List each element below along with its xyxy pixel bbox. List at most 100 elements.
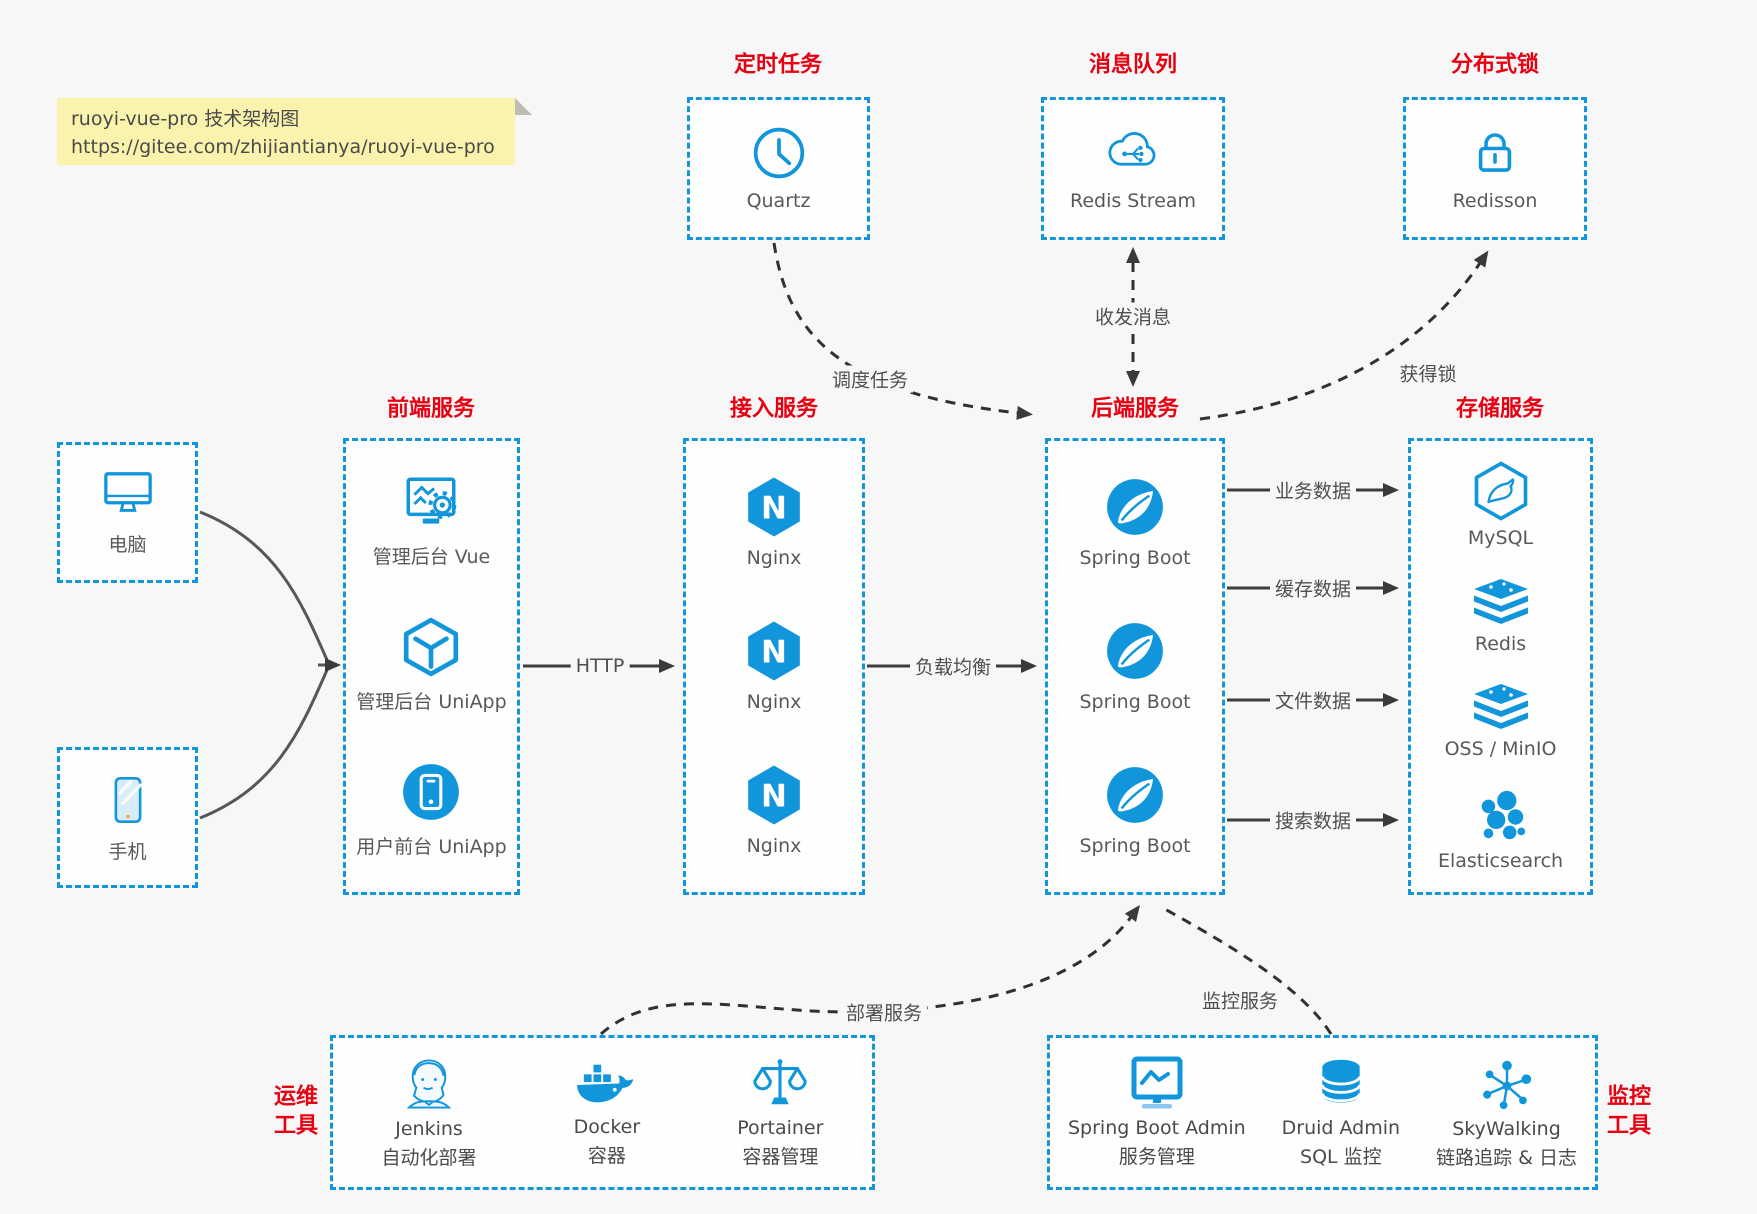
node-pc: 电脑	[99, 469, 157, 557]
edge-label-http: HTTP	[570, 655, 630, 677]
spring-boot-icon	[1107, 479, 1163, 536]
node-nginx-2: N Nginx	[743, 620, 805, 713]
group-title-backend: 后端服务	[1090, 396, 1180, 422]
node-skywalking: SkyWalking 链路追踪 & 日志	[1436, 1055, 1577, 1170]
nginx-icon: N	[748, 477, 800, 537]
node-portainer: Portainer 容器管理	[737, 1056, 823, 1169]
monitor-arrow	[1162, 906, 1333, 1035]
desktop-icon	[103, 471, 152, 512]
tool-desc: 链路追踪 & 日志	[1436, 1146, 1577, 1169]
svg-text:N: N	[761, 491, 787, 527]
tool-name: Docker	[573, 1115, 641, 1138]
svg-text:N: N	[761, 634, 787, 670]
node-label: 管理后台 UniApp	[356, 690, 507, 713]
client-to-frontend-arrows	[199, 510, 341, 820]
node-label: Nginx	[746, 834, 802, 857]
elasticsearch-icon	[1481, 791, 1525, 840]
edge-label-monitor: 监控服务	[1196, 986, 1284, 1014]
tool-desc: SQL 监控	[1300, 1145, 1382, 1168]
node-redis-stream: Redis Stream	[1070, 125, 1196, 212]
box-storage-services: MySQL Redis OSS / Mi	[1408, 438, 1593, 895]
spring-boot-admin-icon	[1131, 1056, 1183, 1109]
edge-label-search-data: 搜索数据	[1269, 806, 1357, 834]
node-nginx-1: N Nginx	[743, 476, 805, 569]
group-title-monitor-tools: 监控 工具	[1607, 1083, 1651, 1140]
nginx-icon: N	[748, 765, 800, 825]
clock-icon	[753, 127, 804, 179]
edge-label-file-data: 文件数据	[1269, 686, 1357, 714]
node-label: Quartz	[746, 190, 811, 212]
spring-boot-icon	[1107, 623, 1163, 679]
node-label: Spring Boot	[1079, 690, 1191, 713]
tool-desc: 容器	[587, 1144, 626, 1167]
node-label: Nginx	[746, 547, 802, 570]
node-redisson: Redisson	[1452, 125, 1538, 212]
node-label: MySQL	[1467, 526, 1534, 549]
edge-label-business-data: 业务数据	[1269, 476, 1357, 504]
user-uniapp-icon	[403, 763, 460, 820]
tool-name: Jenkins	[395, 1117, 463, 1140]
edge-label-message: 收发消息	[1089, 302, 1177, 330]
node-oss-minio: OSS / MinIO	[1444, 682, 1557, 761]
tool-name: Druid Admin	[1281, 1116, 1401, 1139]
monitor-title-line2: 工具	[1606, 1113, 1652, 1138]
node-label: 手机	[108, 840, 147, 863]
node-label: OSS / MinIO	[1444, 738, 1557, 761]
tool-name: Portainer	[737, 1116, 824, 1139]
node-elasticsearch: Elasticsearch	[1438, 788, 1563, 872]
nginx-icon: N	[748, 621, 800, 681]
node-label: Redis Stream	[1069, 190, 1197, 212]
monitor-title-line1: 监控	[1606, 1084, 1652, 1110]
spring-boot-icon	[1107, 766, 1163, 823]
node-jenkins: Jenkins 自动化部署	[382, 1055, 477, 1170]
tool-name: Spring Boot Admin	[1067, 1116, 1246, 1139]
box-backend-services: Spring Boot Spring Boot Spring Boot	[1045, 438, 1225, 895]
group-title-message-queue: 消息队列	[1088, 52, 1178, 78]
group-title-gateway: 接入服务	[729, 396, 819, 422]
svg-text:N: N	[761, 778, 787, 814]
acquire-lock-arrow	[1199, 250, 1489, 421]
edge-label-cache-data: 缓存数据	[1269, 574, 1357, 602]
node-mobile: 手机	[102, 772, 154, 864]
tool-desc: 服务管理	[1118, 1145, 1195, 1168]
node-docker: Docker 容器	[573, 1057, 641, 1168]
node-redis: Redis	[1471, 577, 1531, 655]
node-label: Redisson	[1452, 190, 1538, 212]
node-label: 用户前台 UniApp	[356, 835, 507, 858]
group-title-distributed-lock: 分布式锁	[1450, 52, 1540, 78]
node-label: 电脑	[108, 533, 147, 556]
sticky-note: ruoyi-vue-pro 技术架构图 https://gitee.com/zh…	[57, 98, 532, 165]
node-mysql: MySQL	[1468, 461, 1533, 549]
box-mobile-client: 手机	[57, 747, 198, 888]
admin-vue-icon	[406, 476, 457, 524]
node-spring-boot-1: Spring Boot	[1079, 476, 1191, 569]
node-admin-uniapp: 管理后台 UniApp	[356, 616, 507, 714]
box-ops-tools: Jenkins 自动化部署 Docker 容器	[330, 1035, 875, 1190]
mysql-icon	[1474, 461, 1527, 521]
redis-icon	[1473, 578, 1528, 624]
group-title-ops-tools: 运维 工具	[274, 1083, 318, 1140]
box-gateway-services: N Nginx N Nginx N Nginx	[683, 438, 865, 895]
node-label: 管理后台 Vue	[372, 545, 491, 568]
node-label: Redis	[1474, 632, 1527, 655]
node-spring-boot-admin: Spring Boot Admin 服务管理	[1068, 1056, 1246, 1169]
note-url: https://gitee.com/zhijiantianya/ruoyi-vu…	[71, 135, 495, 158]
note-title: ruoyi-vue-pro 技术架构图	[71, 108, 300, 130]
box-redisson: Redisson	[1403, 97, 1587, 240]
node-spring-boot-2: Spring Boot	[1079, 620, 1191, 713]
note-fold-corner	[515, 98, 532, 115]
box-monitor-tools: Spring Boot Admin 服务管理 Druid Admin SQL 监…	[1047, 1035, 1598, 1190]
tool-desc: 自动化部署	[381, 1146, 477, 1169]
box-pc-client: 电脑	[57, 442, 198, 583]
node-label: Spring Boot	[1079, 834, 1191, 857]
group-title-frontend: 前端服务	[386, 396, 476, 422]
tool-desc: 容器管理	[742, 1145, 819, 1168]
smartphone-icon	[114, 776, 142, 823]
group-title-scheduled-tasks: 定时任务	[733, 52, 823, 78]
edge-label-deploy: 部署服务	[840, 998, 928, 1026]
box-redis-stream: Redis Stream	[1041, 97, 1225, 240]
skywalking-icon	[1482, 1060, 1531, 1109]
node-user-uniapp: 用户前台 UniApp	[356, 761, 507, 859]
uniapp-cube-icon	[404, 617, 459, 676]
